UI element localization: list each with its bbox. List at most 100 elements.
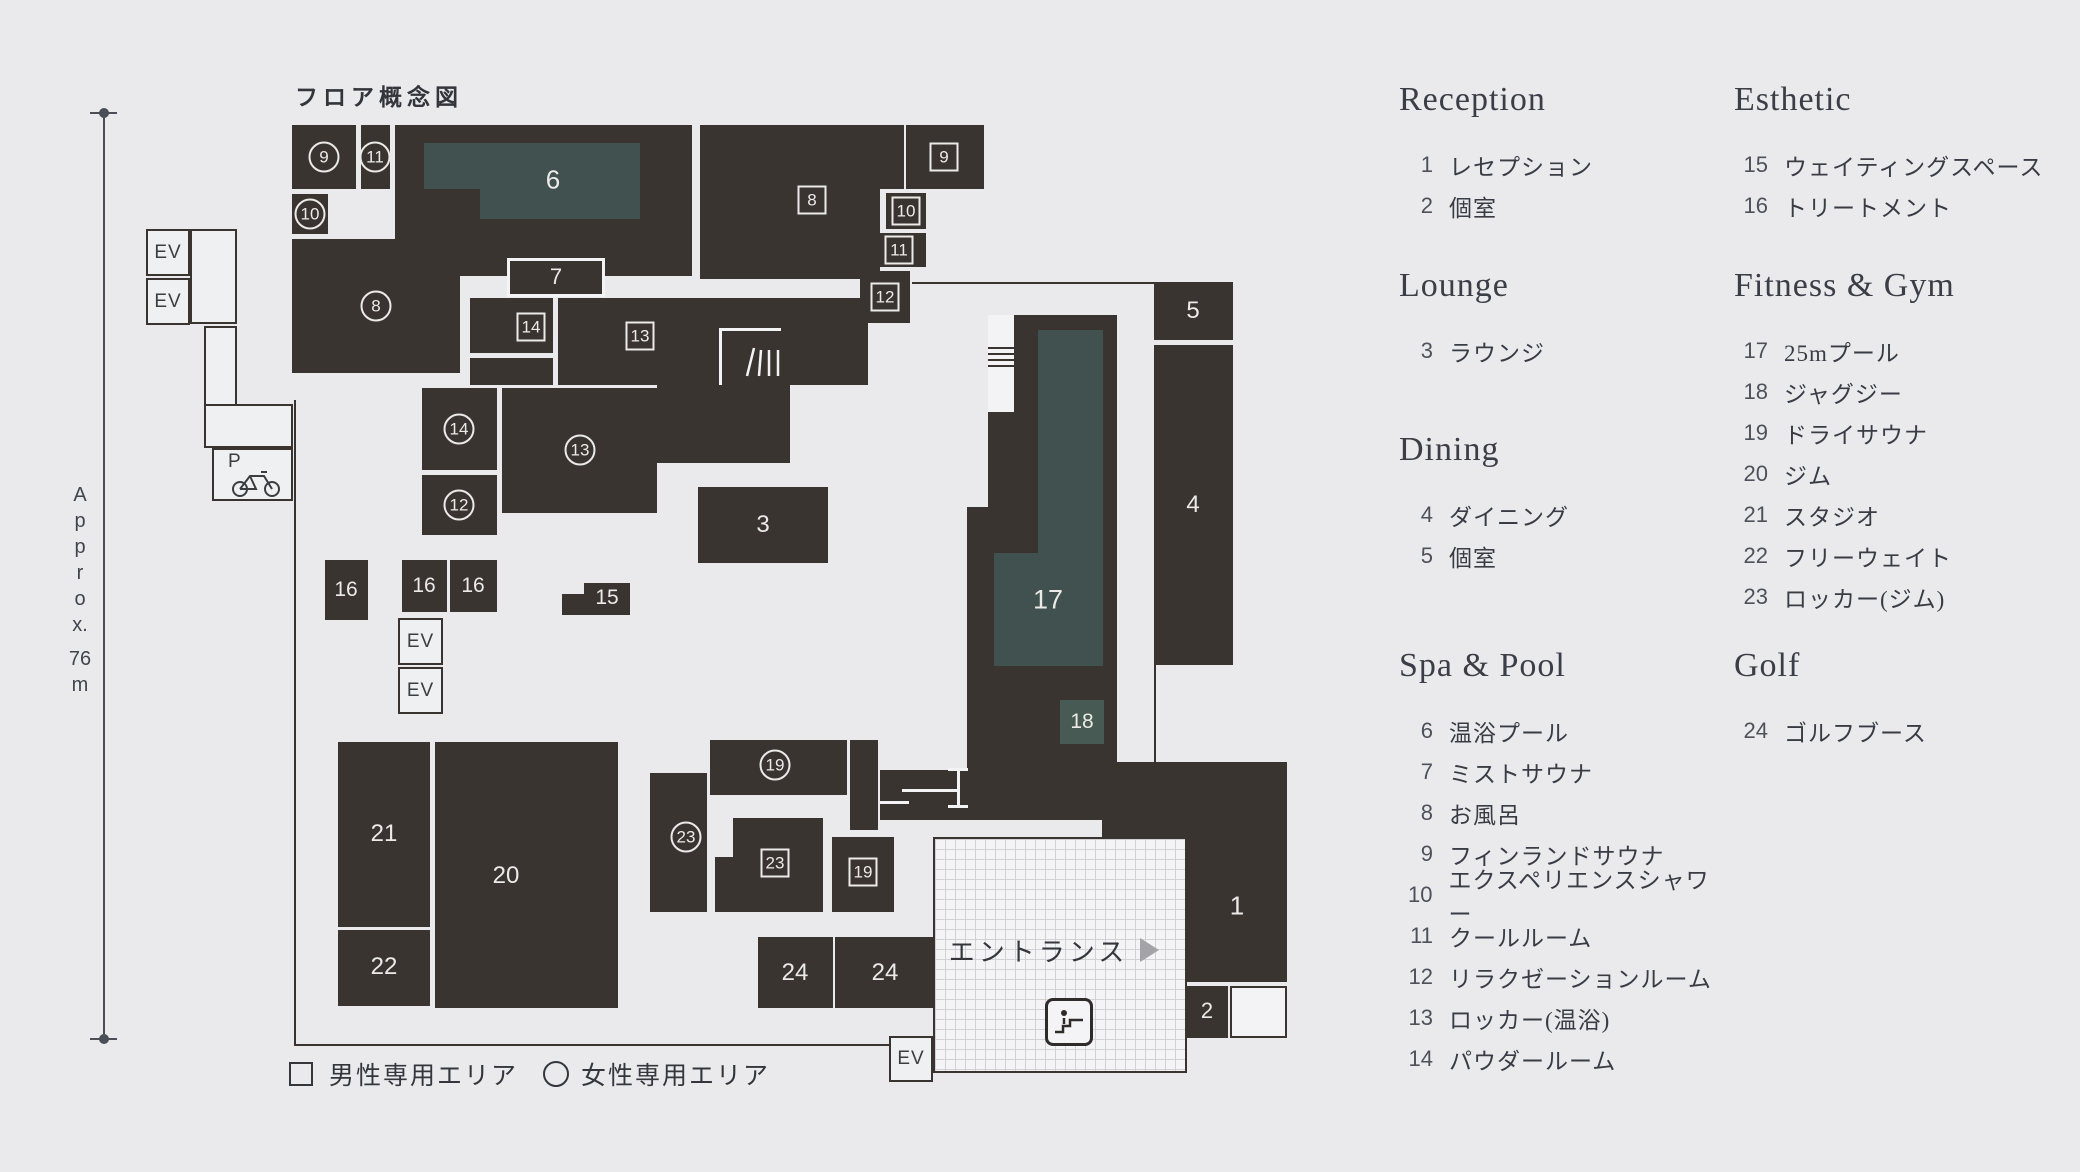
wall-line-room4-south [1154,665,1156,764]
legend-item-label: ジャグジー [1784,381,1903,407]
room-19-men [832,837,894,912]
legend-item-label: レセプション [1449,154,1593,180]
pool-lane-line [988,353,1014,355]
room-marker-9-square: 9 [929,142,959,172]
legend-heading: Golf [1734,647,1801,684]
room-label-1: 1 [1229,890,1245,921]
room-1-reception [1187,836,1287,982]
male-area-label: 男性専用エリア [329,1063,519,1090]
legend-item-label: ゴルフブース [1784,720,1927,746]
entrance-band [880,770,1102,820]
legend-item: 14 パウダールーム [1399,1038,1729,1079]
male-area-square-icon [289,1062,313,1086]
room-marker-12-square: 12 [870,282,900,312]
room-label: 9 [319,147,329,166]
pool-17-water [1038,330,1103,553]
stairs-icon [745,347,780,377]
legend-item-label: パウダールーム [1449,1048,1617,1074]
room-7-mist-sauna [507,258,605,297]
room-label: 10 [300,204,320,223]
room-label-15: 15 [595,586,619,609]
corridor-outline [190,229,237,324]
legend-item-number: 6 [1420,717,1433,743]
room-21-studio [338,742,430,927]
scale-line [103,113,105,1039]
room-label: 23 [676,827,696,846]
legend-item-label: ラウンジ [1449,340,1545,366]
room-marker-19-square: 19 [848,857,878,887]
entrance-band [1102,762,1287,838]
legend-item-label: クールルーム [1449,925,1593,951]
room-label-2: 2 [1200,998,1214,1023]
legend-item-label: ダイニング [1449,504,1569,530]
legend-item-label: ウェイティングスペース [1784,154,2044,180]
legend-item-label: ロッカー(ジム) [1784,586,1946,612]
legend-item-number: 13 [1408,1004,1433,1030]
room-16-treatment [402,560,447,612]
legend-item-number: 15 [1743,151,1768,177]
room-label: 12 [875,287,895,306]
room-15-waiting [584,583,630,615]
room-marker-13-square: 13 [625,321,655,351]
room-marker-8-circle: 8 [360,290,392,322]
room-marker-10-square: 10 [891,196,921,226]
legend-item-number: 14 [1408,1045,1433,1071]
legend-item-label: 個室 [1449,195,1497,221]
legend-item-label: ミストサウナ [1449,761,1593,787]
legend-item-number: 18 [1743,378,1768,404]
room-label-18: 18 [1070,710,1094,733]
room-20-gym [435,742,618,1008]
legend-item-number: 16 [1743,192,1768,218]
room-13-women-ext [657,381,790,463]
stair-rail [948,805,968,808]
pool-lane-line [988,347,1014,349]
pool-17-deck [967,507,988,772]
room-label-3: 3 [756,511,770,538]
room-14-men-area [470,358,553,385]
room-label-4: 4 [1186,491,1200,518]
scale-dot-bottom [99,1034,109,1044]
area-legend-male: 男性専用エリア [289,1056,518,1092]
reception-side-box [1230,986,1287,1038]
elevator-box: EV [398,667,443,714]
bicycle-parking-box: P [212,448,293,501]
room-8-men [878,125,904,189]
female-area-circle-icon [543,1061,569,1087]
scale-char: A [73,484,87,506]
legend-heading: Spa & Pool [1399,647,1566,684]
scale-label: A p p r o x. 76 m [56,484,104,697]
legend-item-label: エクスペリエンスシャワー [1448,867,1710,927]
elevator-label: EV [897,1048,925,1069]
jacuzzi-18 [1060,700,1104,744]
legend-item-label: トリートメント [1784,195,1952,221]
room-label: 9 [939,147,949,166]
room-label-5: 5 [1186,297,1200,324]
legend-item-number: 19 [1743,419,1768,445]
legend-item-number: 24 [1743,717,1768,743]
legend-item-label: 25mプール [1784,340,1900,366]
room-24-golf [758,937,833,1008]
legend-item-number: 23 [1743,583,1768,609]
corridor-outline [204,326,237,406]
room-label-16: 16 [412,574,436,597]
legend-heading: Esthetic [1734,81,1852,118]
room-marker-13-circle: 13 [564,434,596,466]
room-9-men [906,125,984,189]
legend-item-label: フィンランドサウナ [1449,843,1665,869]
room-23-men [715,857,733,912]
